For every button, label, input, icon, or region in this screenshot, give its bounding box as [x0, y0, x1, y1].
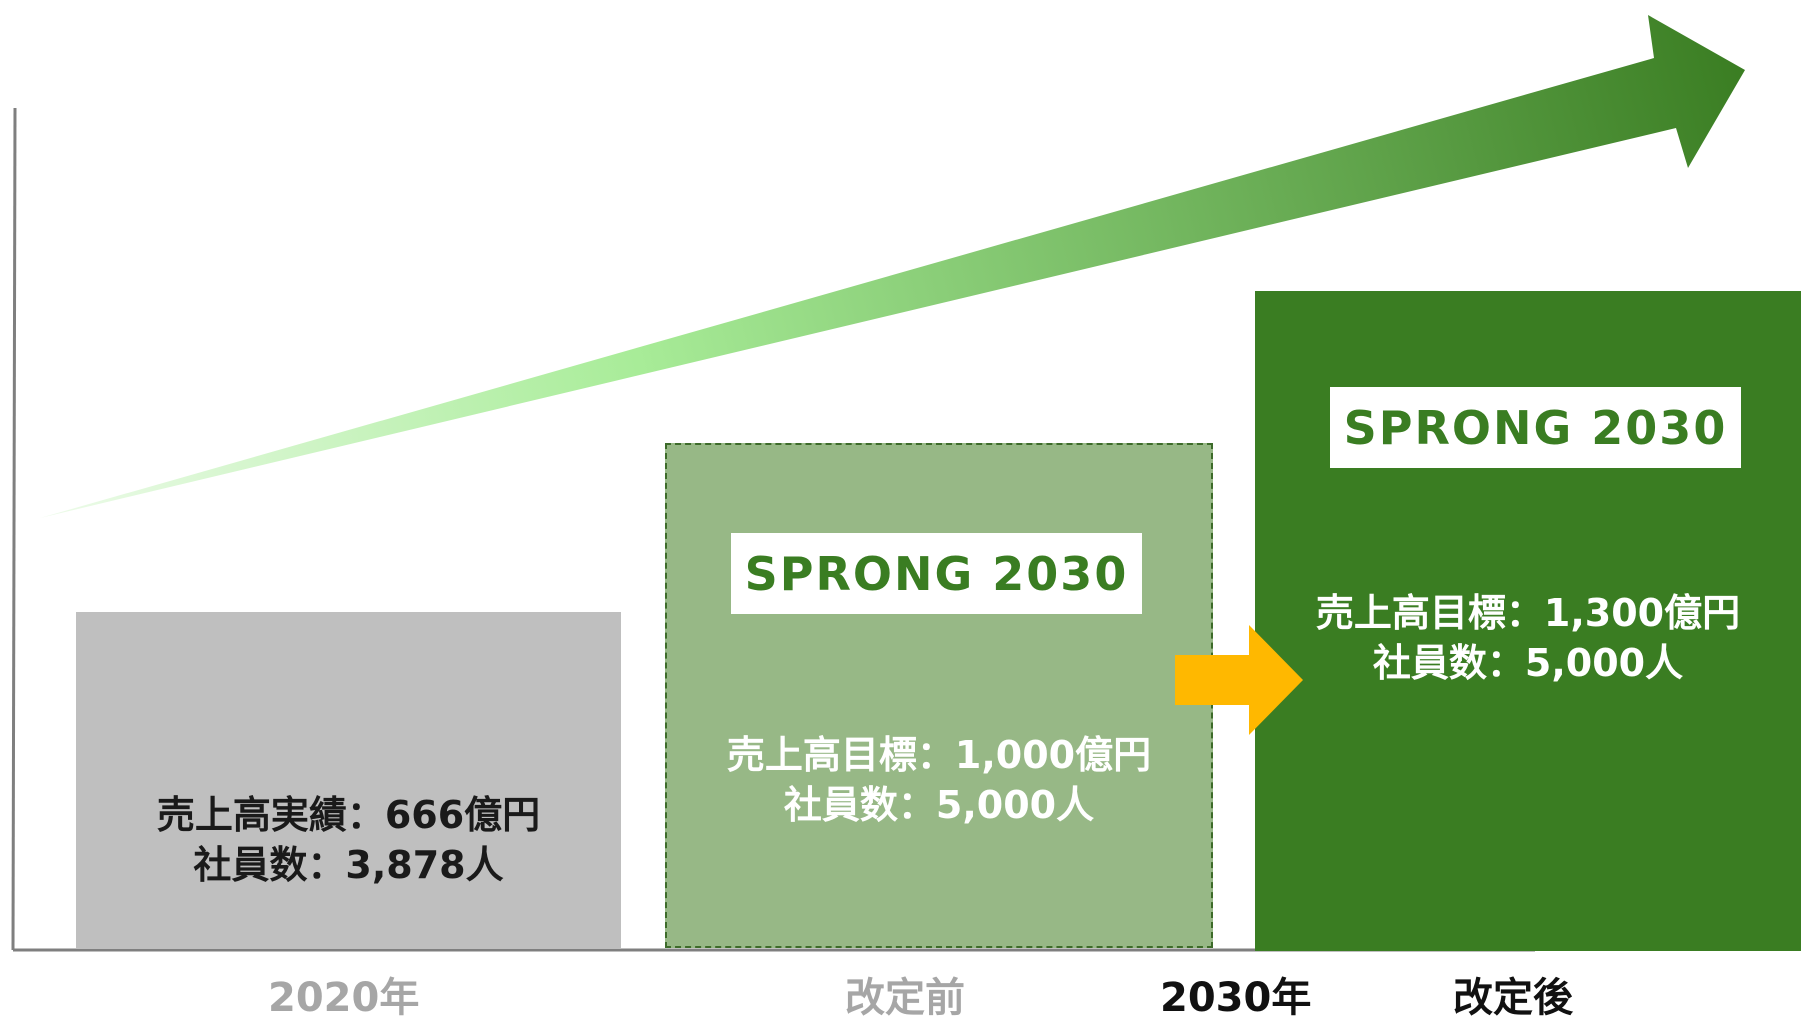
sales-label: 売上高目標：1,000億円: [726, 733, 1152, 777]
bar-before-data-label: 売上高目標：1,000億円 社員数：5,000人: [665, 730, 1213, 830]
badge-before-revision: SPRONG 2030: [731, 533, 1142, 614]
bar-2020-data-label: 売上高実績：666億円 社員数：3,878人: [76, 790, 621, 890]
bar-after-data-label: 売上高目標：1,300億円 社員数：5,000人: [1255, 588, 1801, 688]
revision-arrow: [1175, 625, 1303, 735]
y-axis-line: [11, 107, 17, 951]
bar-2020: [76, 612, 621, 948]
x-tick-label-after-revision: 改定後: [1453, 975, 1573, 1021]
sales-label: 売上高実績：666億円: [156, 793, 541, 837]
employees-label: 社員数：3,878人: [193, 843, 504, 887]
badge-after-revision: SPRONG 2030: [1330, 387, 1741, 468]
sales-label: 売上高目標：1,300億円: [1315, 591, 1741, 635]
employees-label: 社員数：5,000人: [1372, 641, 1684, 685]
employees-label: 社員数：5,000人: [783, 783, 1095, 827]
bar-before-revision: [665, 443, 1213, 948]
x-tick-label-2020: 2020年: [268, 975, 420, 1021]
x-tick-label-before-revision: 改定前: [845, 975, 965, 1021]
x-group-label-2030: 2030年: [1160, 975, 1312, 1021]
